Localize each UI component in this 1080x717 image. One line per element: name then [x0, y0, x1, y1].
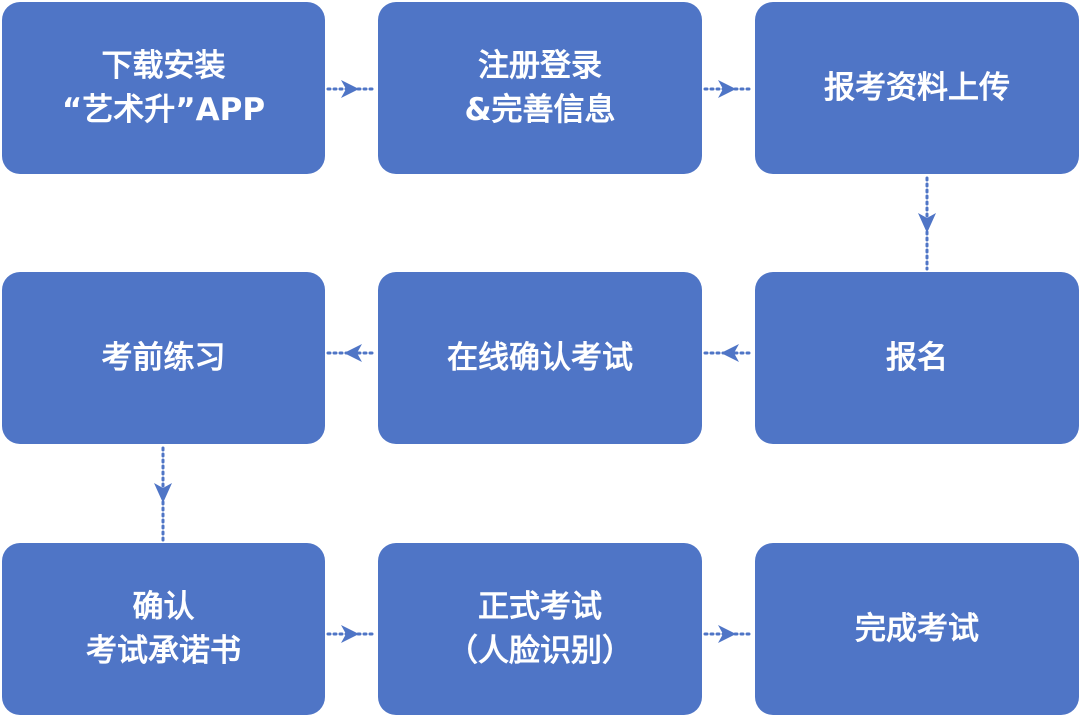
- step-label-line: 报考资料上传: [824, 70, 1010, 106]
- step-confirm-exam-online: 在线确认考试: [378, 272, 702, 444]
- step-complete-exam: 完成考试: [755, 543, 1079, 715]
- step-label-line: 考前练习: [101, 340, 226, 376]
- connector-arrow-left: [703, 344, 754, 362]
- step-label-line: 报名: [886, 340, 948, 376]
- step-register-login: 注册登录 &完善信息: [378, 2, 702, 174]
- step-label-line: &完善信息: [464, 92, 616, 128]
- connector-arrow-right: [326, 625, 377, 643]
- connector-arrow-down: [154, 446, 172, 542]
- step-label-line: 正式考试: [478, 589, 602, 625]
- step-label-line: 确认: [132, 589, 195, 625]
- step-label-line: 在线确认考试: [447, 340, 633, 376]
- step-label-line: “艺术升”APP: [61, 92, 266, 128]
- step-label-line: （人脸识别）: [447, 633, 633, 669]
- connector-arrow-left: [326, 344, 377, 362]
- connector-arrow-right: [703, 80, 754, 98]
- step-pre-exam-practice: 考前练习: [2, 272, 325, 444]
- step-label-line: 注册登录: [477, 48, 602, 84]
- connector-arrow-right: [703, 625, 754, 643]
- step-download-app: 下载安装 “艺术升”APP: [2, 2, 325, 174]
- step-upload-materials: 报考资料上传: [755, 2, 1079, 174]
- step-label-line: 考试承诺书: [86, 633, 241, 669]
- step-formal-exam: 正式考试 （人脸识别）: [378, 543, 702, 715]
- connector-arrow-down: [918, 176, 936, 271]
- step-label-line: 完成考试: [855, 611, 979, 647]
- step-confirm-pledge: 确认 考试承诺书: [2, 543, 325, 715]
- step-sign-up: 报名: [755, 272, 1079, 444]
- step-label-line: 下载安装: [101, 48, 226, 84]
- connector-arrow-right: [326, 80, 377, 98]
